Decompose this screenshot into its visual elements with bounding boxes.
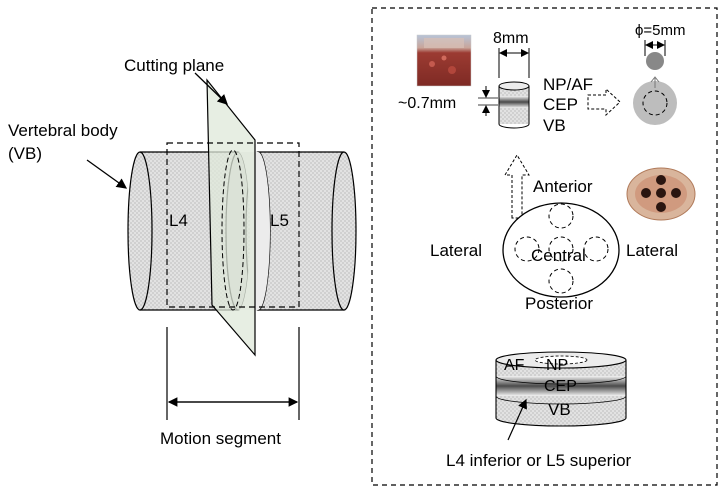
anterior-direction-arrow bbox=[504, 154, 530, 219]
central-label: Central bbox=[531, 246, 586, 265]
layer-vb-label: VB bbox=[543, 116, 566, 135]
motion-segment-box bbox=[166, 142, 300, 308]
site-central bbox=[548, 236, 574, 262]
lateral-right-label: Lateral bbox=[626, 241, 678, 260]
l4-label: L4 bbox=[169, 211, 188, 230]
bottom-caption: L4 inferior or L5 superior bbox=[446, 451, 632, 470]
cutting-plane-label: Cutting plane bbox=[124, 56, 224, 75]
site-lateral-left bbox=[514, 236, 540, 262]
layer-np-af-label: NP/AF bbox=[543, 75, 593, 94]
vertebral-body-label: Vertebral body bbox=[8, 121, 118, 140]
site-posterior bbox=[548, 268, 574, 294]
disc-vb-label: VB bbox=[548, 400, 571, 419]
tissue-core-photo bbox=[416, 34, 472, 87]
cutting-plane bbox=[206, 78, 256, 357]
vertebral-body-pointer bbox=[86, 159, 128, 189]
endplate-pointer bbox=[507, 398, 527, 441]
site-anterior bbox=[548, 203, 574, 229]
layer-cep-label: CEP bbox=[543, 95, 578, 114]
cutting-plane-pointer bbox=[194, 72, 228, 105]
punched-disc bbox=[633, 52, 677, 125]
motion-segment-label: Motion segment bbox=[160, 429, 281, 448]
process-arrow-right bbox=[587, 87, 621, 117]
disc-af-label: AF bbox=[504, 357, 525, 374]
thickness-label: ~0.7mm bbox=[398, 95, 456, 112]
lateral-left-label: Lateral bbox=[430, 241, 482, 260]
disc-np-label: NP bbox=[546, 357, 568, 374]
sample-cylinder bbox=[498, 81, 530, 129]
right-panel: 8mm ~0.7mm NP/AF CEP VB bbox=[371, 7, 718, 486]
cut-section-outline bbox=[221, 149, 245, 311]
width-label: 8mm bbox=[493, 30, 529, 47]
right-panel-frame bbox=[371, 7, 718, 486]
vertebral-body-abbrev: (VB) bbox=[8, 144, 42, 163]
l5-label: L5 bbox=[270, 211, 289, 230]
anterior-label: Anterior bbox=[533, 177, 593, 196]
posterior-label: Posterior bbox=[525, 294, 593, 313]
left-panel: Vertebral body (VB) Cutting plane L4 L5 … bbox=[8, 56, 357, 448]
endplate-photo bbox=[625, 165, 697, 225]
sampling-map bbox=[502, 202, 620, 298]
diameter-label: ϕ=5mm bbox=[635, 22, 686, 39]
disc-cep-label: CEP bbox=[544, 378, 577, 395]
disc-stack-cylinder bbox=[495, 351, 627, 427]
site-lateral-right bbox=[583, 236, 609, 262]
